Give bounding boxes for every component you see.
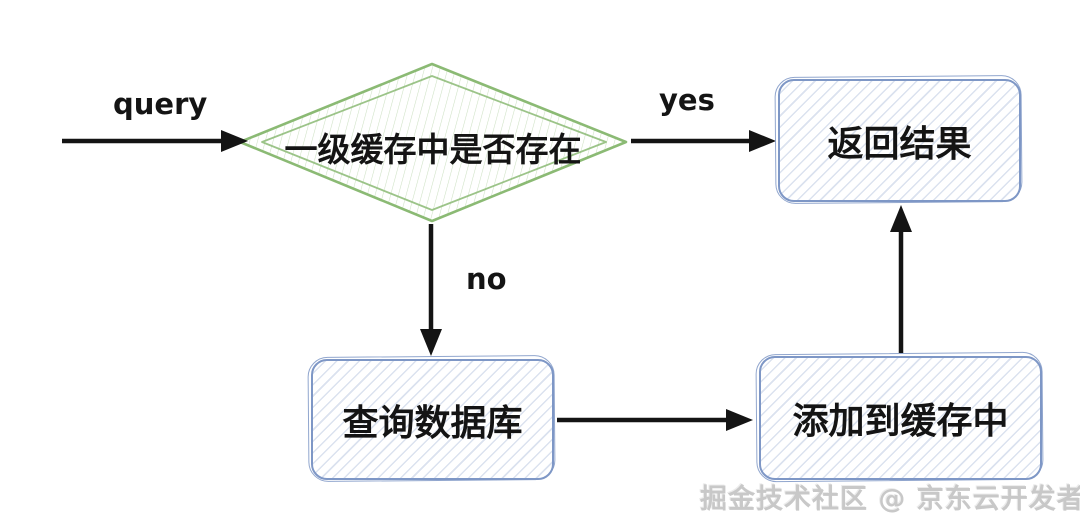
arrow-yes-icon — [631, 130, 776, 152]
decision-diamond-inner-outline — [261, 75, 607, 211]
node-query-database: 查询数据库 — [311, 359, 554, 480]
arrow-db-to-cache-icon — [557, 409, 753, 431]
node-add-to-cache-label: 添加到缓存中 — [792, 401, 1009, 442]
node-add-to-cache: 添加到缓存中 — [759, 356, 1042, 480]
decision-diamond — [238, 62, 628, 223]
edge-label-query: query — [113, 87, 208, 121]
edge-label-no: no — [466, 262, 507, 296]
node-return-result-label: 返回结果 — [827, 123, 972, 165]
edge-label-yes: yes — [659, 83, 715, 117]
arrow-cache-to-result-icon — [890, 205, 912, 353]
decision-diamond-outline — [238, 62, 628, 223]
node-query-database-label: 查询数据库 — [342, 402, 523, 444]
node-return-result: 返回结果 — [778, 79, 1021, 202]
arrow-no-icon — [420, 224, 442, 356]
watermark: 掘金技术社区 @ 京东云开发者 — [700, 484, 1080, 515]
decision-text: 一级缓存中是否存在 — [284, 130, 582, 169]
arrow-query-icon — [62, 130, 248, 152]
